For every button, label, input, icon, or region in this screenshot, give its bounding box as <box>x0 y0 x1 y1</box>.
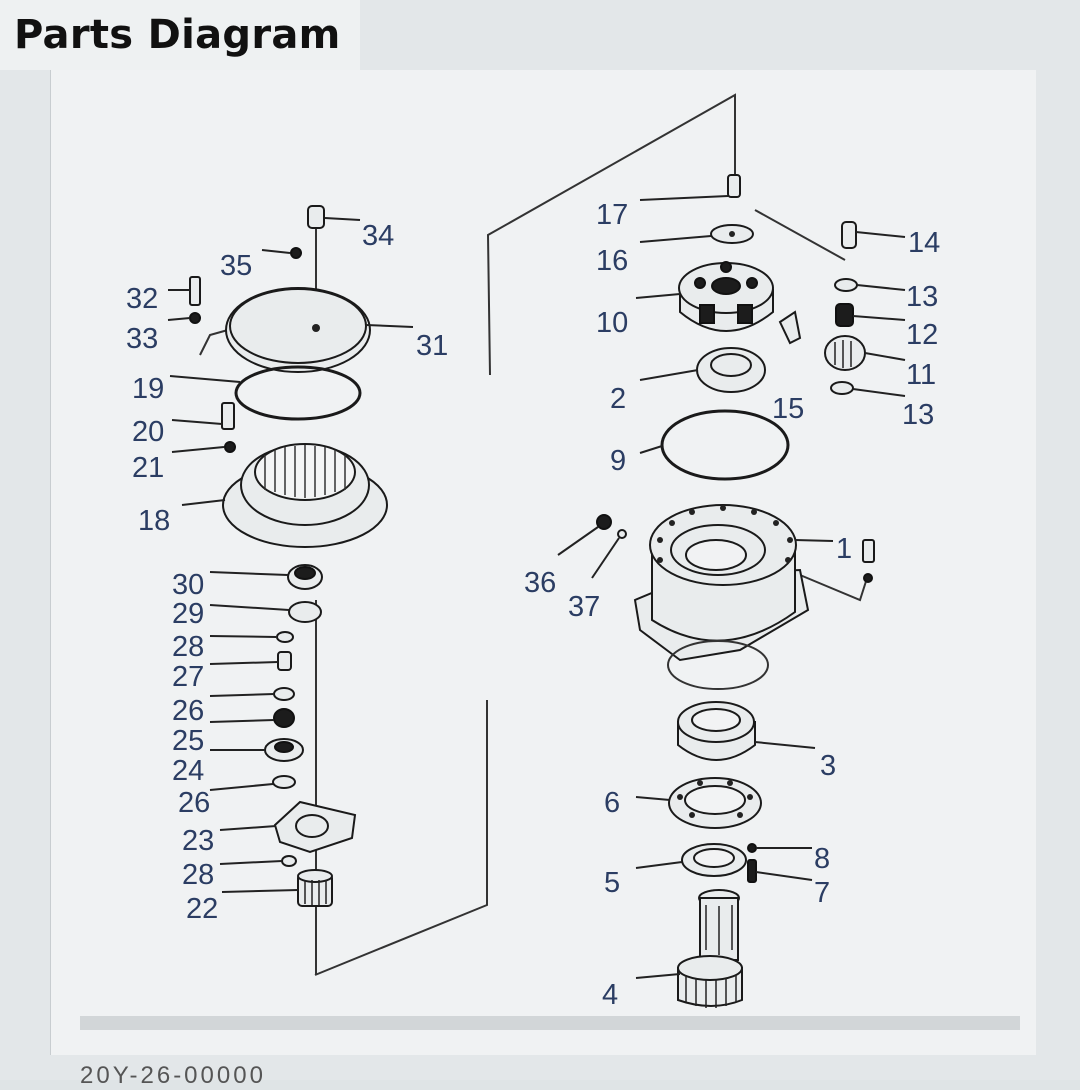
left-assembly <box>167 205 414 907</box>
callout-34: 34 <box>362 220 394 252</box>
callout-labels: 34 35 32 33 31 19 20 21 18 30 29 28 27 2… <box>126 199 940 1011</box>
callout-12: 12 <box>906 319 938 351</box>
part-28-washer-lower <box>219 855 297 867</box>
part-9-o-ring <box>639 409 790 481</box>
part-11-planet-gear <box>824 335 906 371</box>
callout-28: 28 <box>172 631 204 663</box>
bottom-divider <box>80 1016 1020 1030</box>
callout-11: 11 <box>906 359 936 391</box>
callout-9: 9 <box>610 445 626 477</box>
part-32-bolt <box>168 276 201 306</box>
callout-18: 18 <box>138 505 170 537</box>
callout-26-lower: 26 <box>178 787 210 819</box>
callout-20: 20 <box>132 416 164 448</box>
callout-16: 16 <box>596 245 628 277</box>
part-13-washer-upper <box>834 278 906 292</box>
part-14-pin <box>841 221 906 249</box>
page-title: Parts Diagram <box>14 12 341 58</box>
right-assembly <box>557 174 906 1008</box>
callout-26: 26 <box>172 695 204 727</box>
part-7-bolt <box>747 859 813 883</box>
part-24-planet-gear <box>210 738 304 762</box>
part-29-carrier <box>209 601 322 623</box>
callout-1: 1 <box>836 533 852 565</box>
callout-6: 6 <box>604 787 620 819</box>
part-number-text: 20Y-26-00000 <box>80 1062 266 1089</box>
callout-21: 21 <box>132 452 164 484</box>
callout-10: 10 <box>596 307 628 339</box>
callout-27: 27 <box>172 661 204 693</box>
part-13-washer-lower <box>830 381 906 397</box>
callout-37: 37 <box>568 591 600 623</box>
part-34-plug <box>307 205 361 229</box>
callout-13: 13 <box>906 281 938 313</box>
part-25-needle-bearing <box>209 708 295 728</box>
part-1-housing <box>633 504 834 690</box>
part-23-carrier-plate <box>219 800 357 854</box>
part-12-needle-bearing <box>835 303 906 327</box>
part-1-bolt <box>862 539 875 583</box>
callout-14: 14 <box>908 227 940 259</box>
part-31-cover-plate <box>225 287 414 373</box>
part-4-pinion-shaft <box>635 889 743 1008</box>
callout-7: 7 <box>814 877 830 909</box>
part-28-washer <box>209 631 294 643</box>
callout-2: 2 <box>610 383 626 415</box>
part-16-thrust-plate <box>639 224 754 244</box>
callout-33: 33 <box>126 323 158 355</box>
part-5-seal <box>635 843 747 877</box>
callout-35: 35 <box>220 250 252 282</box>
assembly-guide-lines <box>199 93 869 976</box>
part-15-shaft-pin <box>778 310 802 345</box>
part-21-washer <box>171 441 236 453</box>
part-8-washer <box>747 843 812 853</box>
callout-5: 5 <box>604 867 620 899</box>
callout-15: 15 <box>772 393 804 425</box>
callout-17: 17 <box>596 199 628 231</box>
callout-23: 23 <box>182 825 214 857</box>
part-10-planet-carrier <box>635 261 774 332</box>
part-22-sun-gear <box>221 869 333 907</box>
callout-31: 31 <box>416 330 448 362</box>
part-37-seal <box>591 529 627 579</box>
callout-3: 3 <box>820 750 836 782</box>
callout-13-lower: 13 <box>902 399 934 431</box>
part-17-bolt <box>639 174 741 201</box>
part-18-ring-gear <box>181 443 388 548</box>
callout-4: 4 <box>602 979 618 1011</box>
callout-24: 24 <box>172 755 204 787</box>
part-27-pin <box>209 651 292 671</box>
callout-19: 19 <box>132 373 164 405</box>
callout-8: 8 <box>814 843 830 875</box>
callout-25: 25 <box>172 725 204 757</box>
part-6-retainer <box>635 777 762 829</box>
callout-30: 30 <box>172 569 204 601</box>
part-26-washer-lower <box>209 775 296 791</box>
part-33-washer <box>167 312 201 324</box>
callout-29: 29 <box>172 598 204 630</box>
part-30-bearing <box>209 564 323 590</box>
part-26-washer <box>209 687 295 701</box>
callout-32: 32 <box>126 283 158 315</box>
part-19-o-ring <box>169 365 362 421</box>
part-20-bolt <box>171 402 235 430</box>
part-36-plug <box>557 514 612 556</box>
callout-36: 36 <box>524 567 556 599</box>
part-2-bearing <box>639 347 766 393</box>
callout-28-lower: 28 <box>182 859 214 891</box>
title-bar: Parts Diagram <box>0 0 360 70</box>
callout-22: 22 <box>186 893 218 925</box>
part-3-bearing <box>677 701 816 761</box>
part-35-bolt <box>261 247 302 259</box>
